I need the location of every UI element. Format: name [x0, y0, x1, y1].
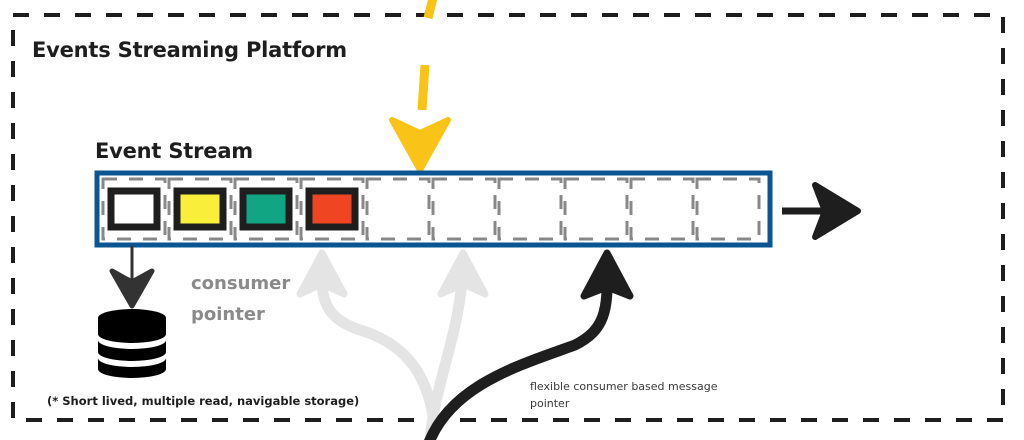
stream-slot	[563, 177, 629, 241]
stream-slot	[299, 177, 365, 241]
event-stream	[94, 170, 773, 248]
consumer-pointer-left-icon	[296, 249, 441, 436]
stream-title: Event Stream	[95, 139, 253, 163]
flexible-pointer-label: flexible consumer based message pointer	[530, 380, 718, 410]
producer-arrow-icon	[389, 0, 451, 173]
stream-slot	[629, 177, 695, 241]
event-3	[239, 187, 293, 231]
platform-title: Events Streaming Platform	[32, 38, 347, 62]
storage-footnote: (* Short lived, multiple read, navigable…	[47, 394, 360, 408]
event-2	[173, 187, 227, 231]
arrow-right-icon	[782, 182, 861, 240]
event-1	[107, 187, 161, 231]
stream-slot	[167, 177, 233, 241]
consumer-pointer-label: consumer pointer	[191, 273, 291, 325]
stream-slot	[101, 177, 167, 241]
consumer-pointer-middle-icon	[424, 249, 489, 440]
stream-slot	[365, 177, 431, 241]
stream-slot	[233, 177, 299, 241]
stream-slot	[497, 177, 563, 241]
stream-slot	[431, 177, 497, 241]
consumer-pointer-active-icon	[424, 249, 634, 440]
stream-slot	[695, 177, 761, 241]
storage-arrow-icon	[109, 246, 155, 309]
platform-boundary	[11, 13, 1005, 422]
event-4	[305, 187, 359, 231]
database-icon	[98, 309, 166, 378]
